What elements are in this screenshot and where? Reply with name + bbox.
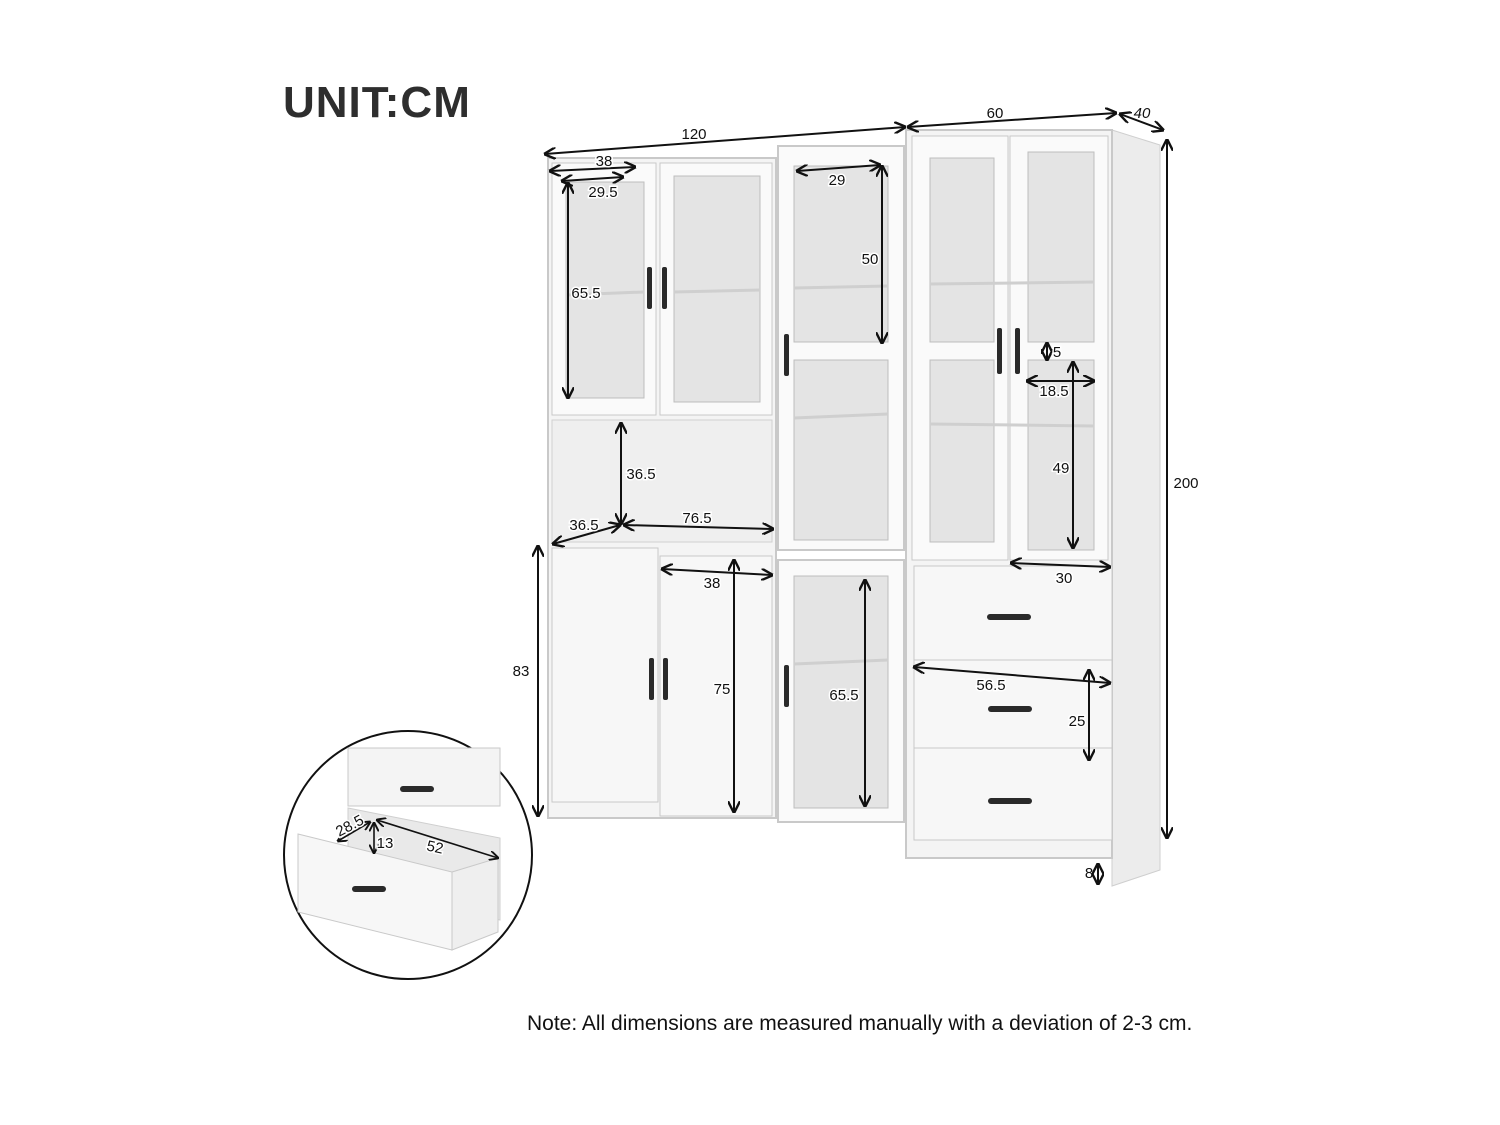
right-cabinet <box>905 129 1161 887</box>
dim-overall-width-right: 60 <box>987 105 1004 122</box>
handle-icon <box>647 267 652 309</box>
dim-right-door-width: 30 <box>1056 570 1073 587</box>
dim-lower-door-width: 38 <box>704 575 721 592</box>
dim-upper-glass-height: 65.5 <box>571 285 600 302</box>
measurement-note: Note: All dimensions are measured manual… <box>527 1012 1193 1035</box>
left-cabinet <box>547 157 777 819</box>
drawer-handle-icon <box>352 886 386 892</box>
dim-right-glass-width: 18.5 <box>1039 383 1068 400</box>
dim-overall-width-left: 120 <box>681 126 706 143</box>
handle-icon <box>1015 328 1020 374</box>
dim-open-shelf-height: 36.5 <box>626 466 655 483</box>
dim-right-glass-height: 49 <box>1053 460 1070 477</box>
handle-icon <box>663 658 668 700</box>
dim-open-shelf-depth: 36.5 <box>569 517 598 534</box>
drawer-handle-icon <box>988 706 1032 712</box>
drawer-handle-icon <box>987 614 1031 620</box>
middle-cabinet <box>777 145 905 823</box>
dim-inset-drawer-height: 13 <box>377 835 394 852</box>
handle-icon <box>997 328 1002 374</box>
dim-right-gap: 5 <box>1053 344 1061 361</box>
dim-lower-glass-height: 65.5 <box>829 687 858 704</box>
dim-plinth-height: 8 <box>1085 865 1093 882</box>
drawer-detail-inset <box>283 730 533 980</box>
dim-lower-door-height: 75 <box>714 681 731 698</box>
dim-drawer-height: 25 <box>1069 713 1086 730</box>
dim-open-shelf-width: 76.5 <box>682 510 711 527</box>
dim-upper-glass-width: 29.5 <box>588 184 617 201</box>
dim-drawer-width: 56.5 <box>976 677 1005 694</box>
dim-overall-height: 200 <box>1173 475 1198 492</box>
dim-middle-glass-height: 50 <box>862 251 879 268</box>
dim-depth: 40 <box>1134 105 1151 122</box>
handle-icon <box>649 658 654 700</box>
dimension-lines <box>538 113 1167 884</box>
dimension-labels: 120 60 40 200 38 29.5 65.5 29 50 36.5 36… <box>332 105 1199 882</box>
dim-base-height: 83 <box>513 663 530 680</box>
handle-icon <box>784 665 789 707</box>
dim-middle-glass-width: 29 <box>829 172 846 189</box>
handle-icon <box>784 334 789 376</box>
drawer-handle-icon <box>400 786 434 792</box>
unit-title: UNIT:CM <box>283 78 471 127</box>
dim-inset-drawer-width: 52 <box>425 838 445 858</box>
drawer-handle-icon <box>988 798 1032 804</box>
handle-icon <box>662 267 667 309</box>
dim-upper-door-width: 38 <box>596 153 613 170</box>
